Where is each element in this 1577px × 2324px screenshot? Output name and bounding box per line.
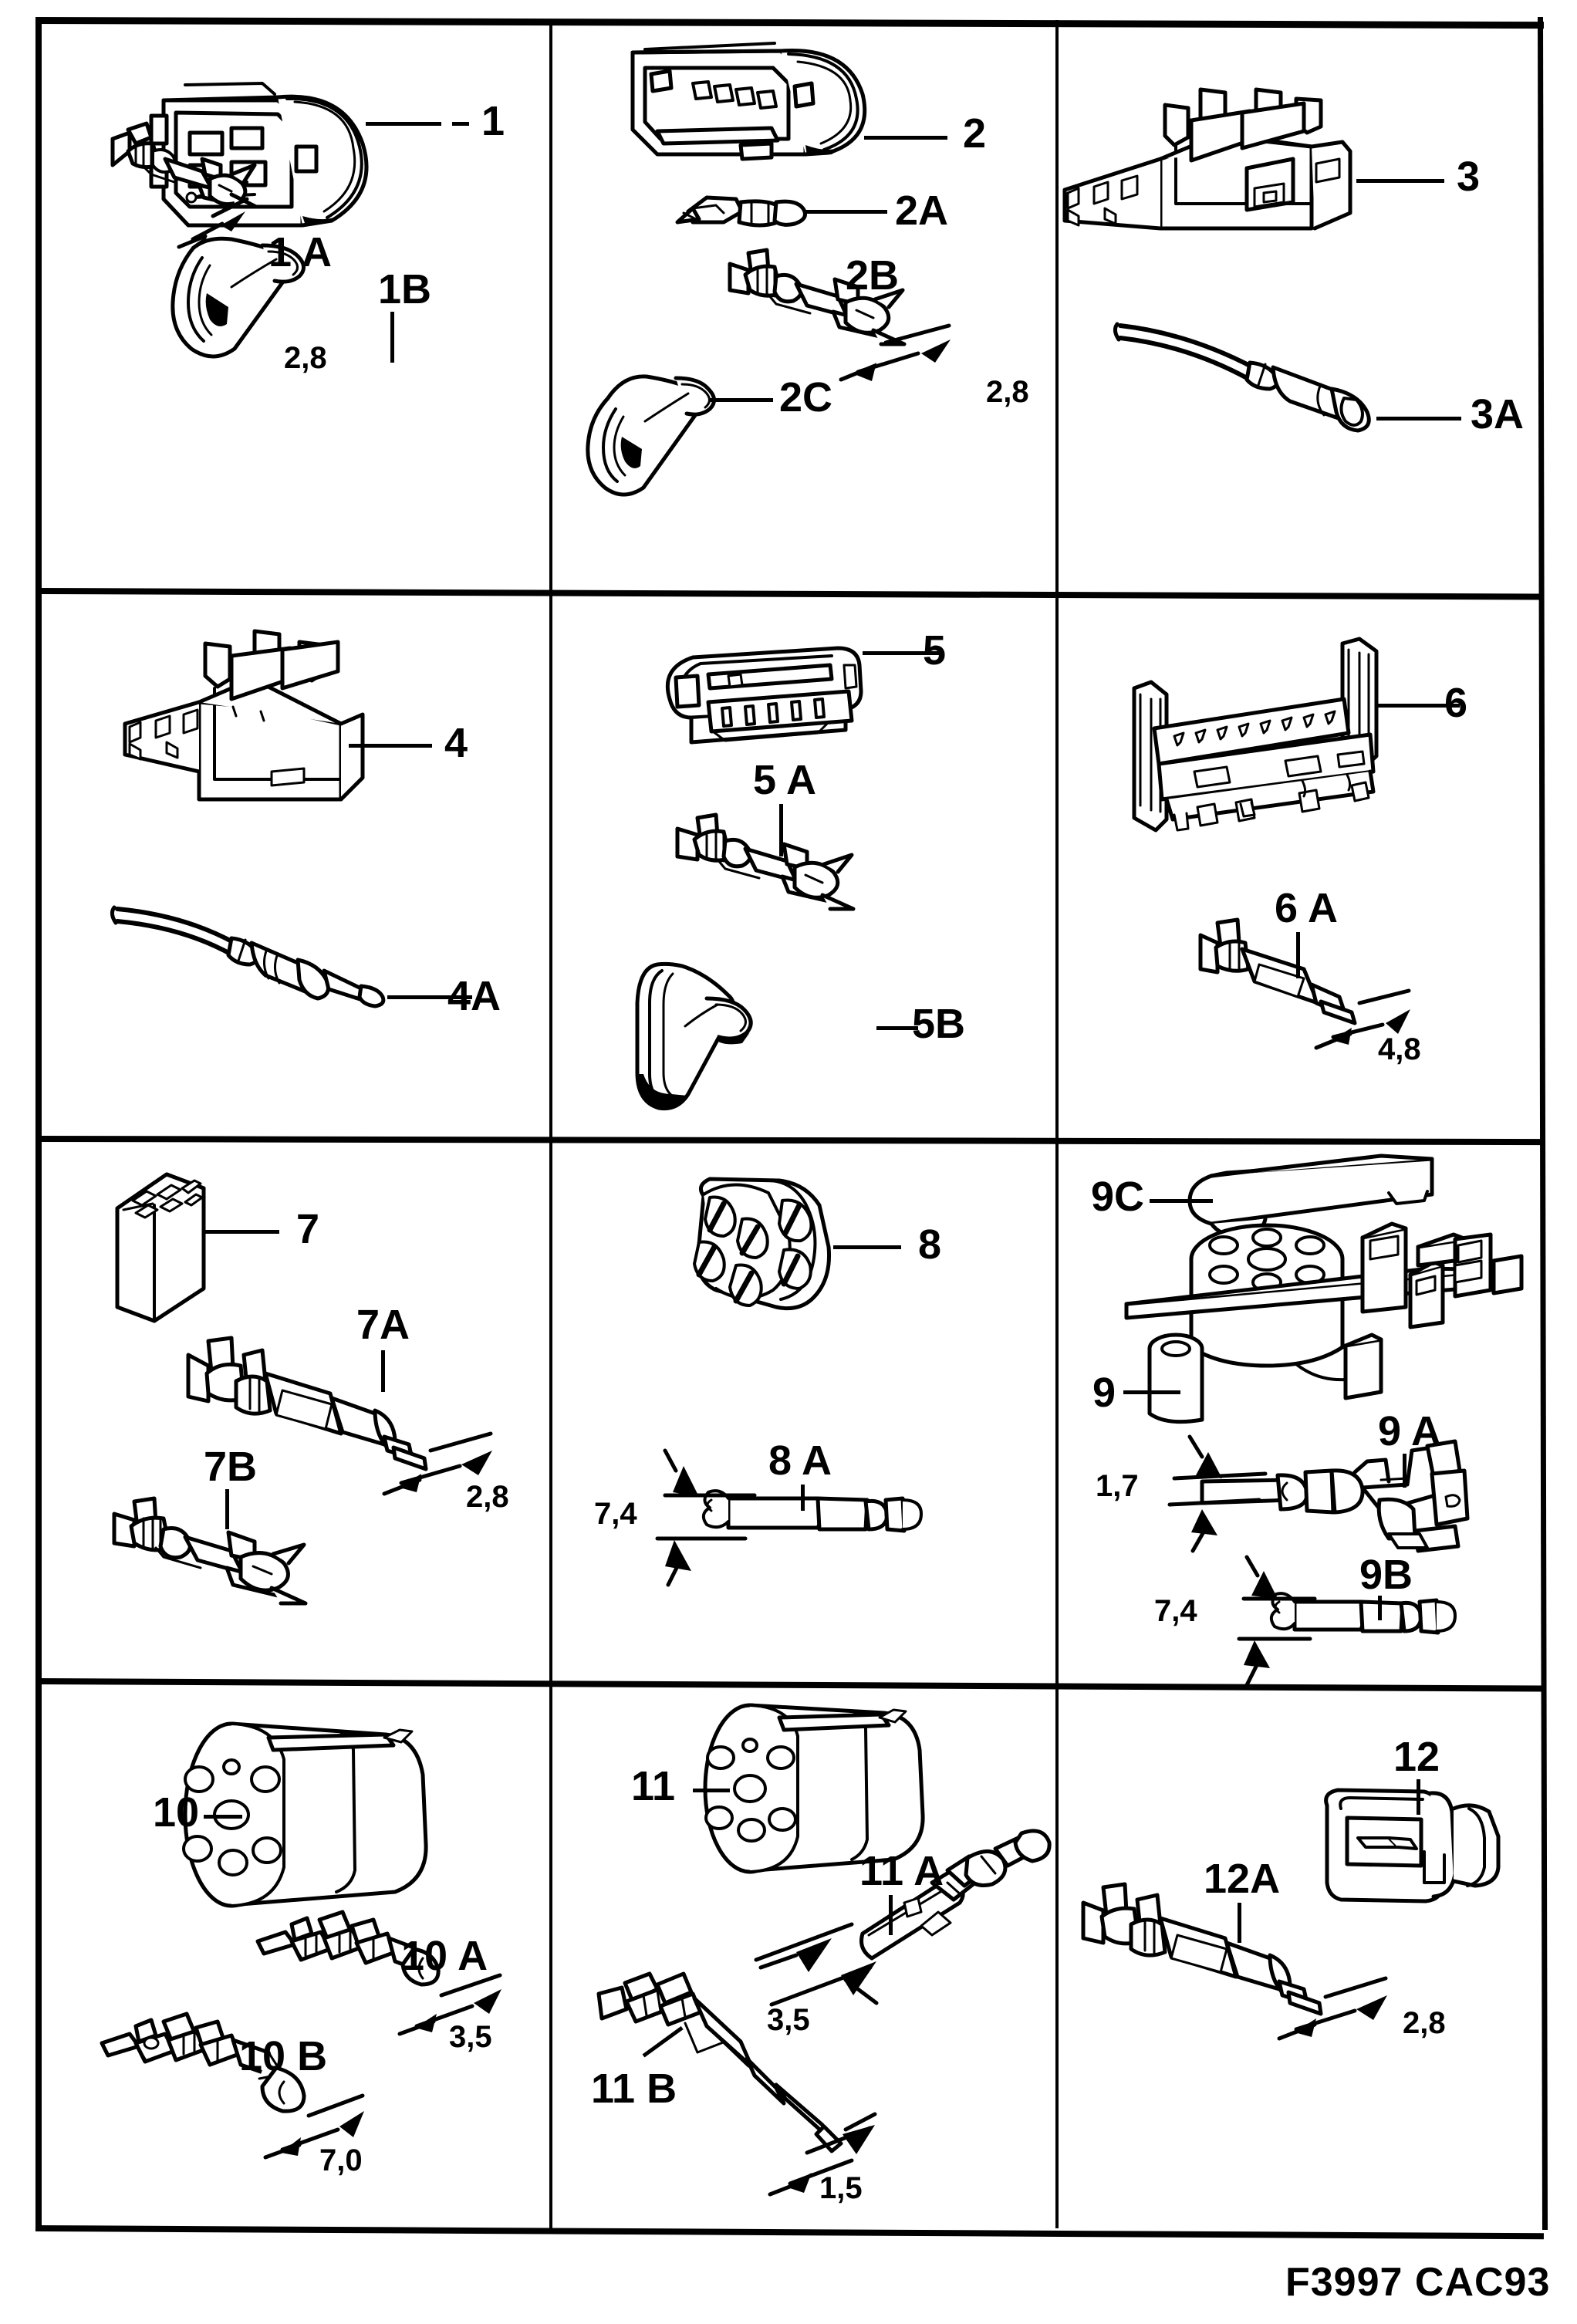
callout-1: 1	[481, 98, 505, 144]
callout-2: 2	[963, 110, 987, 157]
callout-5b: 5B	[912, 1001, 966, 1047]
dim-11a: 3,5	[767, 2003, 810, 2037]
leader-line-12a	[1238, 1903, 1241, 1943]
border-left	[35, 17, 42, 2230]
leader-line-4a	[387, 995, 472, 999]
callout-7a: 7A	[356, 1302, 410, 1348]
callout-10b: 10 B	[239, 2033, 328, 2079]
grid-col-divider-1	[549, 20, 552, 2228]
grid-col-divider-2	[1055, 20, 1059, 2228]
callout-6a: 6 A	[1275, 885, 1339, 931]
drawing-reference-code: F3997 CAC93	[1285, 2260, 1551, 2305]
leader-tick-1	[452, 122, 469, 126]
leader-line-2a	[804, 210, 887, 214]
dim-8a: 7,4	[594, 1497, 637, 1531]
dim-10a: 3,5	[449, 2020, 492, 2054]
callout-5: 5	[923, 627, 947, 674]
leader-line-1	[366, 122, 441, 126]
callout-12a: 12A	[1204, 1856, 1281, 1902]
leader-line-5	[863, 651, 944, 655]
leader-line-11	[693, 1789, 730, 1792]
leader-line-6	[1378, 704, 1460, 708]
border-right	[1538, 17, 1548, 2231]
leader-line-7b	[225, 1489, 229, 1529]
callout-11: 11	[631, 1763, 676, 1809]
callout-3: 3	[1457, 154, 1481, 200]
callout-4a: 4A	[447, 973, 501, 1019]
leader-line-3	[1356, 179, 1444, 183]
leader-line-1b	[390, 312, 394, 363]
callout-6: 6	[1444, 680, 1468, 726]
callout-11b: 11 B	[591, 2066, 677, 2112]
callout-2c: 2C	[779, 374, 833, 421]
callout-7b: 7B	[204, 1444, 258, 1490]
leader-line-9b	[1378, 1596, 1382, 1620]
callout-12: 12	[1393, 1734, 1440, 1780]
callout-2a: 2A	[895, 187, 949, 234]
leader-line-3a	[1376, 417, 1461, 421]
leader-line-5b	[876, 1026, 918, 1030]
callout-9c: 9C	[1091, 1174, 1145, 1220]
leader-line-4	[349, 744, 432, 748]
leader-line-8	[833, 1245, 901, 1249]
leader-line-9	[1123, 1390, 1180, 1394]
dim-12a: 2,8	[1403, 2006, 1446, 2040]
leader-line-8a	[801, 1485, 805, 1511]
border-top	[35, 17, 1544, 29]
leader-line-2	[864, 136, 947, 140]
callout-3a: 3A	[1471, 391, 1525, 437]
callout-5a: 5 A	[753, 757, 817, 803]
dim-2b: 2,8	[986, 375, 1029, 409]
dim-9b: 7,4	[1154, 1594, 1197, 1628]
callout-8: 8	[918, 1221, 942, 1268]
leader-line-7	[205, 1230, 279, 1234]
callout-9b: 9B	[1359, 1552, 1413, 1598]
leader-line-9a	[1403, 1454, 1406, 1488]
callout-10: 10	[153, 1789, 200, 1836]
leader-line-5a	[779, 804, 783, 856]
leader-line-7a	[381, 1350, 385, 1392]
dim-11b: 1,5	[819, 2171, 863, 2205]
callout-1a: 1 A	[268, 229, 333, 275]
callout-4: 4	[444, 720, 468, 766]
leader-line-9c	[1150, 1199, 1213, 1203]
leader-line-11a	[889, 1895, 893, 1935]
callout-9: 9	[1092, 1370, 1116, 1416]
callout-11a: 11 A	[859, 1848, 944, 1894]
page-border	[35, 17, 1548, 2240]
dim-10b: 7,0	[319, 2143, 363, 2177]
dim-1a: 2,8	[284, 341, 327, 375]
leader-line-10	[204, 1815, 242, 1819]
leader-line-6a	[1296, 932, 1300, 978]
dim-7a: 2,8	[466, 1480, 509, 1514]
callout-9a: 9 A	[1378, 1408, 1442, 1454]
dim-6a: 4,8	[1378, 1032, 1421, 1066]
callout-2b: 2B	[846, 252, 900, 299]
callout-8a: 8 A	[768, 1437, 832, 1484]
callout-10a: 10 A	[401, 1933, 488, 1979]
border-bottom	[35, 2225, 1544, 2240]
dim-9a: 1,7	[1096, 1469, 1139, 1503]
callout-1b: 1B	[378, 266, 432, 312]
leader-line-12	[1417, 1779, 1420, 1815]
callout-7: 7	[296, 1206, 320, 1252]
leader-line-2c	[710, 398, 773, 402]
